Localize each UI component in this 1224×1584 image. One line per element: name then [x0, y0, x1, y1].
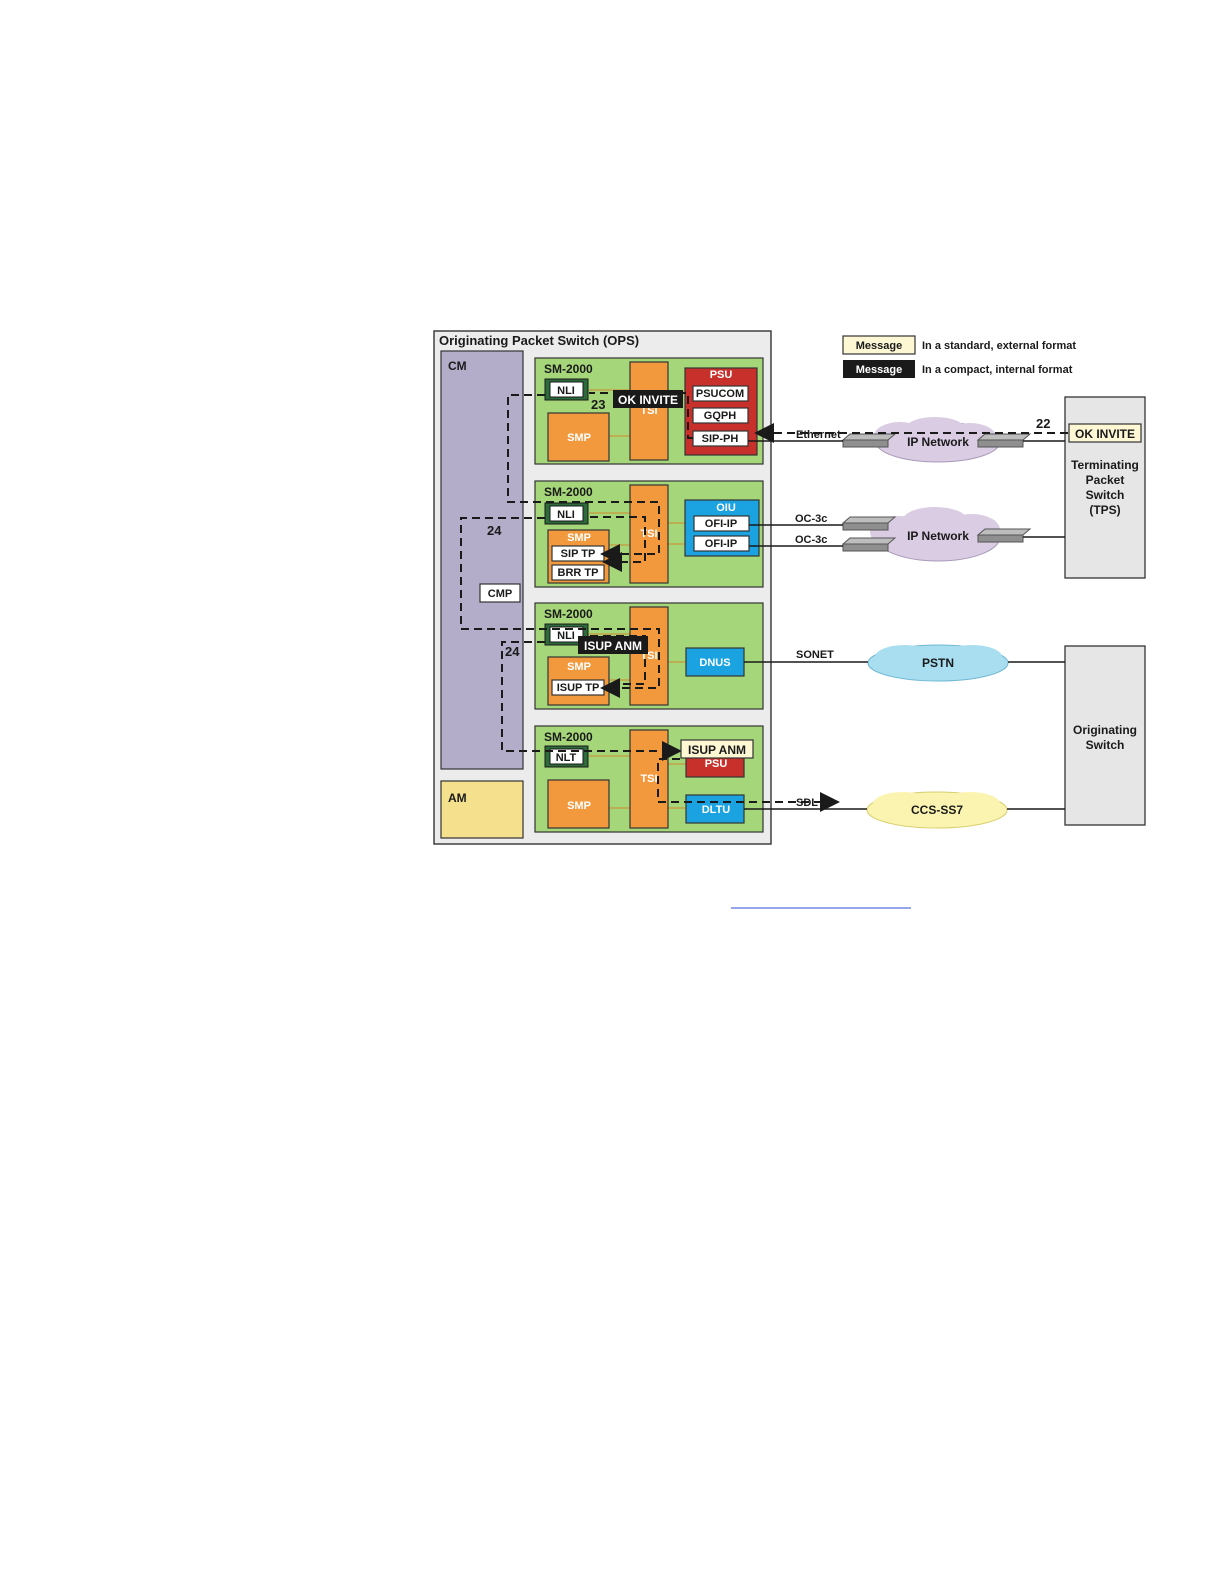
smp-box [547, 779, 610, 829]
smp-label: SMP [567, 432, 591, 444]
module-title: SM-2000 [544, 607, 593, 621]
tsi-label: TSI [640, 528, 657, 540]
oc3c-label-1: OC-3c [795, 513, 827, 525]
gqph-label: GQPH [704, 410, 736, 422]
nli-box [549, 381, 584, 398]
smp-label: SMP [567, 800, 591, 812]
ofi-ip-label-2: OFI-IP [705, 538, 737, 550]
tps-line2: Packet [1086, 473, 1125, 487]
router-icon [977, 534, 1024, 543]
dltu-label: DLTU [702, 804, 731, 816]
legend-external-chip-label: Message [856, 340, 902, 352]
ip-network-label-2: IP Network [907, 529, 969, 543]
ok-invite-external-label: OK INVITE [1075, 427, 1135, 441]
tsi-box [629, 729, 669, 829]
smp-label: SMP [567, 532, 591, 544]
sm2000-module-2: SM-2000 NLI SMP SIP TP BRR TP TSI OIU OF… [534, 480, 764, 588]
legend-internal-chip-label: Message [856, 364, 902, 376]
legend-external-chip [842, 335, 916, 355]
cm-label: CM [448, 359, 467, 373]
gqph-box [692, 407, 749, 424]
router-icon [977, 439, 1024, 448]
module-title: SM-2000 [544, 362, 593, 376]
sonet-label: SONET [796, 649, 834, 661]
message-flow-paths [460, 392, 1068, 812]
isup-anm-internal-label: ISUP ANM [584, 639, 642, 653]
nli-label: NLI [557, 509, 575, 521]
ethernet-label: Ethernet [796, 429, 841, 441]
tsi-box [629, 361, 669, 461]
legend-internal-chip [843, 360, 915, 378]
originating-switch-line2: Switch [1086, 738, 1125, 752]
step-24a: 24 [487, 523, 502, 538]
legend-compact-text: In a compact, internal format [922, 364, 1073, 376]
sip-ph-label: SIP-PH [702, 433, 739, 445]
ccs-ss7-label: CCS-SS7 [911, 803, 963, 817]
pstn-label: PSTN [922, 656, 954, 670]
ok-invite-internal-chip [613, 390, 683, 408]
ops-title: Originating Packet Switch (OPS) [439, 333, 639, 348]
tsi-box [629, 484, 669, 584]
sm2000-module-1: SM-2000 NLI SMP TSI PSU PSUCOM GQPH SIP-… [534, 357, 764, 465]
isup-anm-external-label: ISUP ANM [688, 743, 746, 757]
brr-tp-box [551, 564, 605, 581]
pstn-cloud: PSTN [867, 644, 1009, 682]
module-title: SM-2000 [544, 730, 593, 744]
legend: Message In a standard, external format M… [842, 335, 1076, 378]
ok-invite-internal-label: OK INVITE [618, 393, 678, 407]
dnus-label: DNUS [699, 657, 730, 669]
tps-line1: Terminating [1071, 458, 1139, 472]
tsi-label: TSI [640, 773, 657, 785]
router-icon [842, 543, 889, 552]
cm-block [440, 350, 524, 770]
brr-tp-label: BRR TP [558, 567, 599, 579]
router-icons [841, 433, 1032, 552]
nlt-label: NLT [556, 752, 577, 764]
tps-line3: Switch [1086, 488, 1125, 502]
ip-network-label-1: IP Network [907, 435, 969, 449]
am-block [440, 780, 524, 839]
physical-links [744, 440, 1065, 810]
tps-line4: (TPS) [1089, 503, 1120, 517]
isup-anm-internal-chip [578, 636, 648, 654]
module-title: SM-2000 [544, 485, 593, 499]
smp-box [547, 412, 610, 462]
step-24b: 24 [505, 644, 520, 659]
smp-label: SMP [567, 661, 591, 673]
am-label: AM [448, 791, 467, 805]
nli-label: NLI [557, 385, 575, 397]
psucom-label: PSUCOM [696, 388, 744, 400]
nli-label: NLI [557, 630, 575, 642]
oc3c-label-2: OC-3c [795, 534, 827, 546]
isup-anm-external-chip [680, 739, 754, 759]
step-22: 22 [1036, 416, 1050, 431]
sip-tp-label: SIP TP [561, 548, 596, 560]
originating-switch-box [1064, 645, 1146, 826]
oiu-label: OIU [716, 502, 736, 514]
psu-label: PSU [705, 758, 728, 770]
isup-tp-label: ISUP TP [557, 682, 600, 694]
cmp-label: CMP [488, 588, 512, 600]
sm2000-module-3: SM-2000 NLI SMP ISUP TP TSI DNUS [534, 602, 764, 710]
legend-standard-text: In a standard, external format [922, 340, 1076, 352]
originating-switch-line1: Originating [1073, 723, 1137, 737]
ofi-ip-box-2 [693, 535, 750, 552]
router-icon [842, 522, 889, 531]
psucom-box [692, 385, 749, 402]
ccs-ss7-cloud: CCS-SS7 [866, 791, 1008, 829]
ofi-ip-box-1 [693, 515, 750, 532]
step-23: 23 [591, 397, 605, 412]
ofi-ip-label-1: OFI-IP [705, 518, 737, 530]
psu-label: PSU [710, 369, 733, 381]
cmp-box [479, 583, 521, 603]
ok-invite-external-chip [1068, 423, 1142, 443]
router-icon [842, 439, 889, 448]
